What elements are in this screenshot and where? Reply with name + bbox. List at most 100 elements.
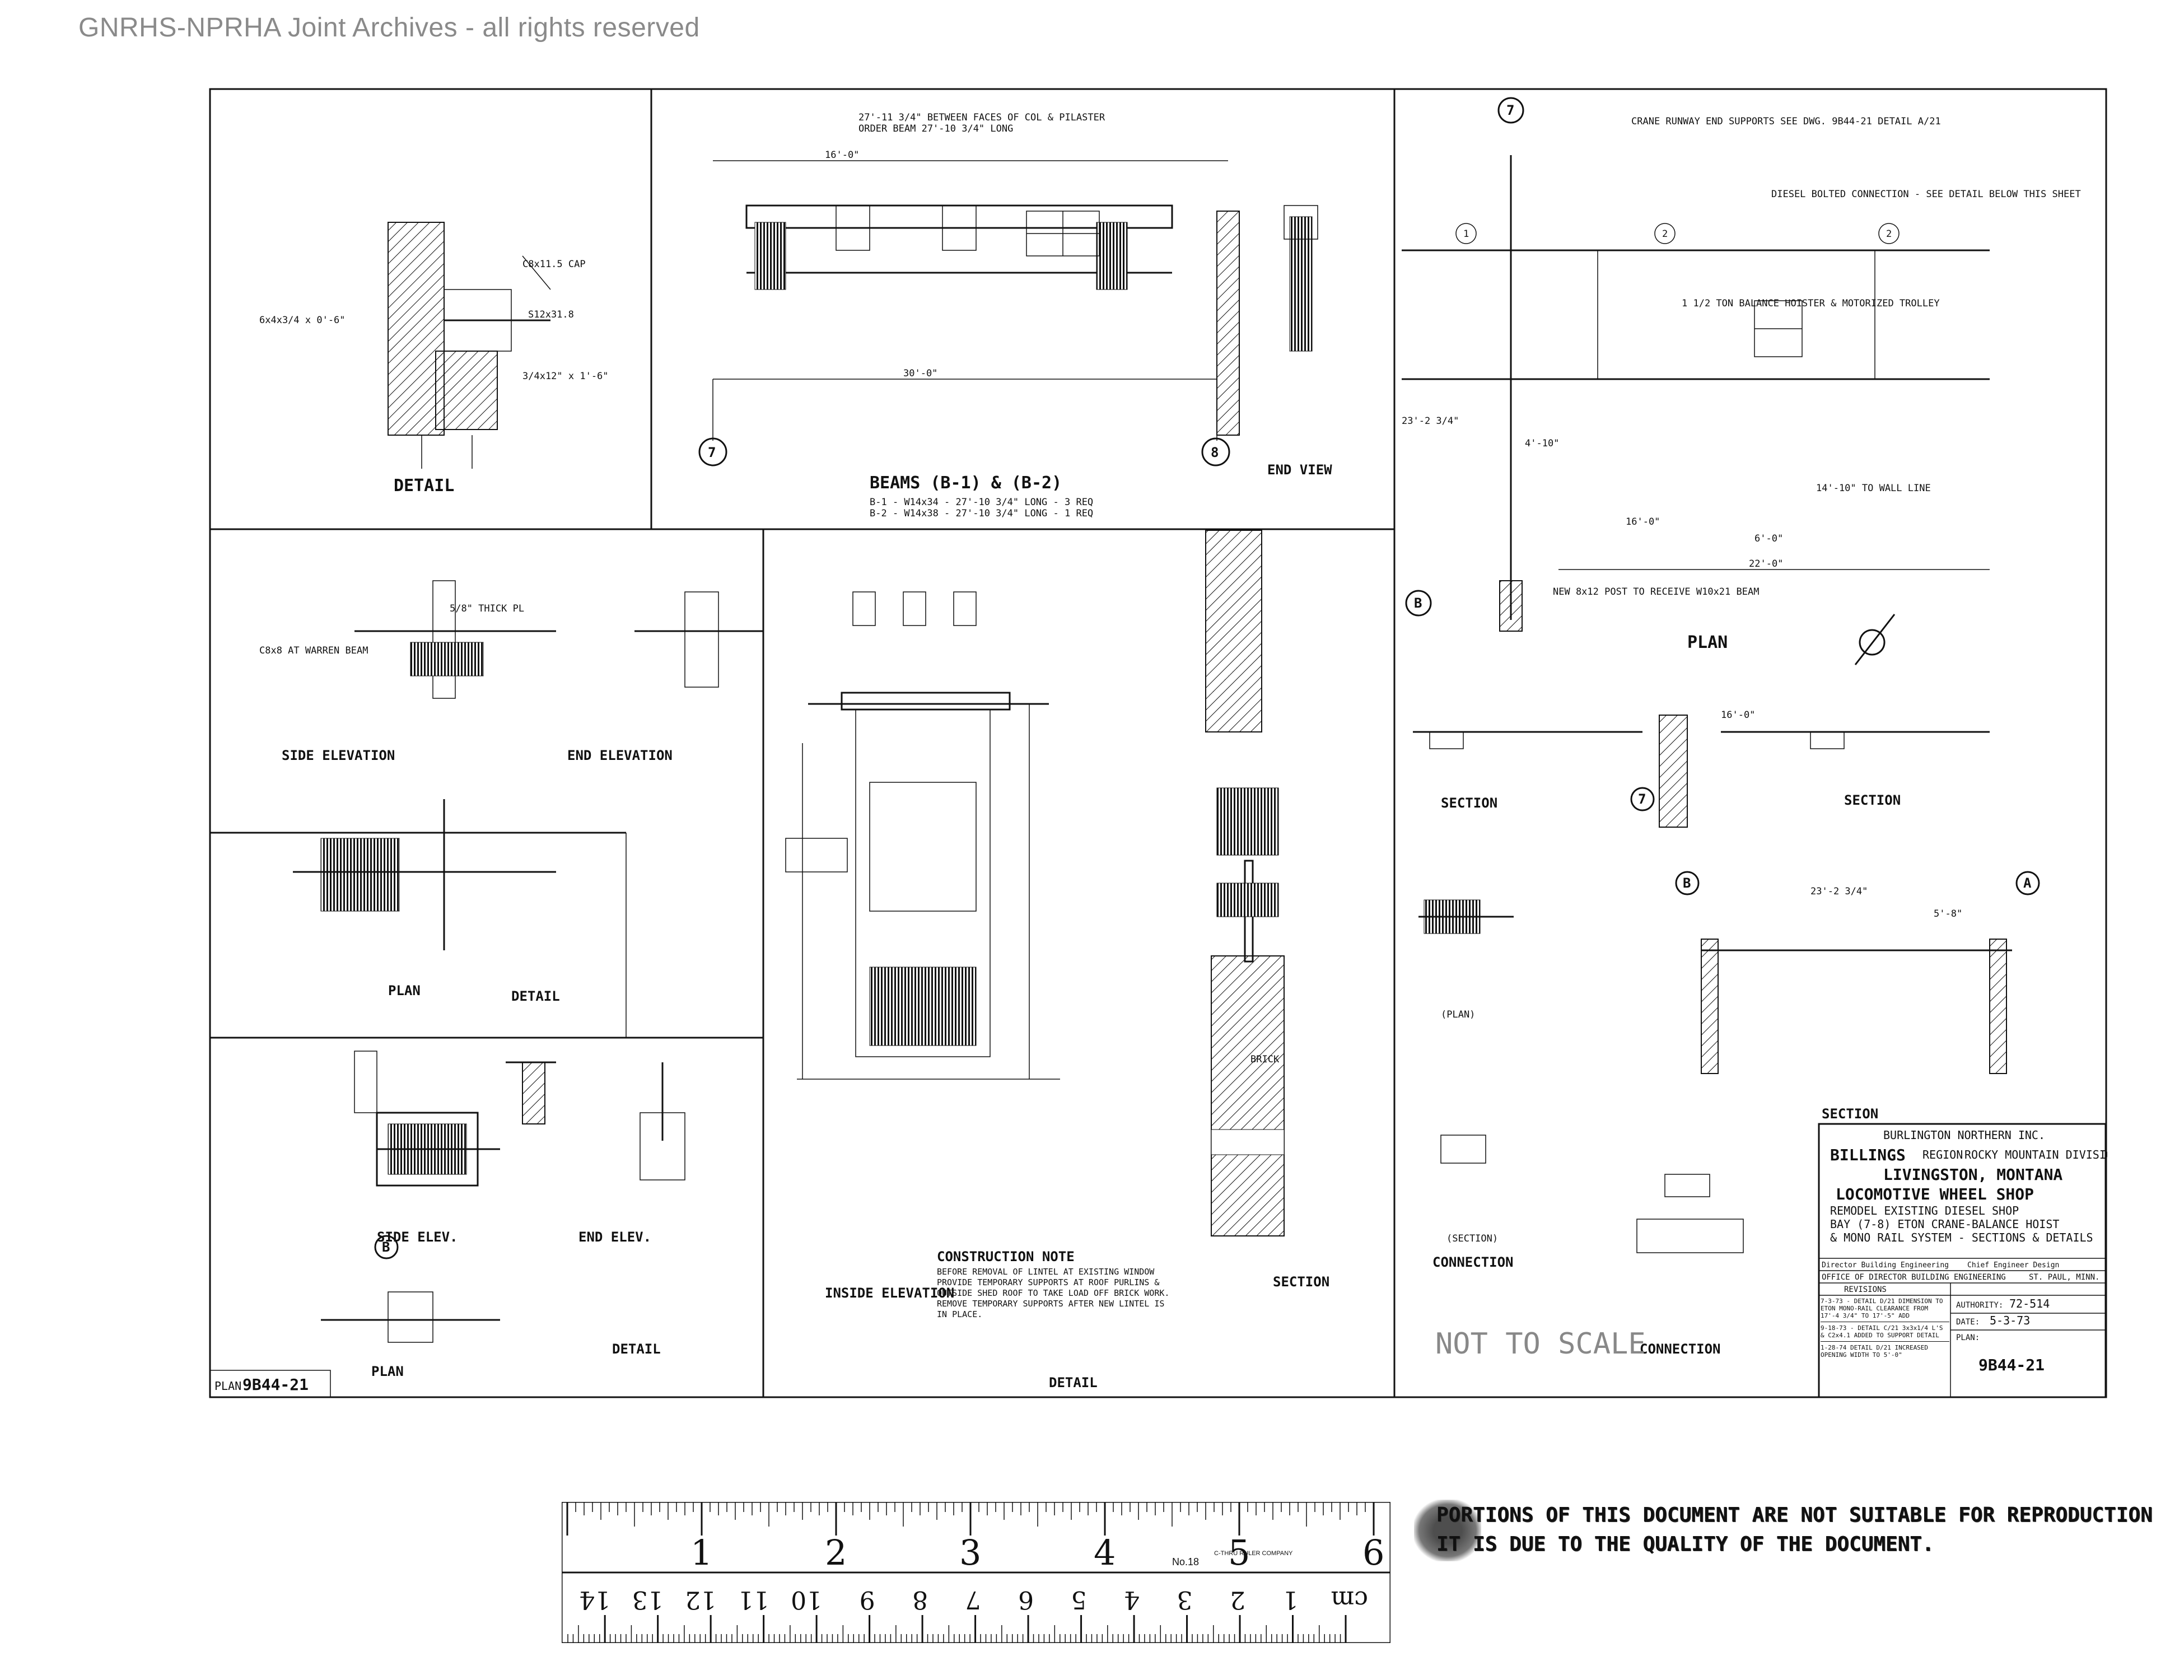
detail-a-view: S12x31.8 C8x11.5 CAP 6x4x3/4 x 0'-6" 3/4… <box>259 222 609 496</box>
inch-label: 3 <box>959 1532 981 1573</box>
inch-label: 5 <box>1228 1532 1250 1573</box>
inch-label: 2 <box>825 1532 847 1573</box>
region-name: BILLINGS <box>1830 1146 1906 1164</box>
svg-text:2: 2 <box>1662 228 1668 240</box>
end-elevation-title: END ELEVATION <box>567 748 673 763</box>
callout-hoist: 1 1/2 TON BALANCE HOISTER & MOTORIZED TR… <box>1682 298 1940 309</box>
callout-crane-runway: CRANE RUNWAY END SUPPORTS SEE DWG. 9B44-… <box>1631 116 1941 127</box>
cm-label: 1 <box>1283 1585 1299 1614</box>
svg-text:ST. PAUL, MINN.: ST. PAUL, MINN. <box>2029 1273 2099 1282</box>
section-1-title: SECTION <box>1273 1274 1329 1290</box>
brick-label: BRICK <box>1250 1054 1280 1065</box>
svg-text:B-1 - W14x34 - 27'-10 3/4" LON: B-1 - W14x34 - 27'-10 3/4" LONG - 3 REQ <box>870 497 1093 508</box>
inside-elevation: INSIDE ELEVATION CONSTRUCTION NOTE BEFOR… <box>785 530 1329 1390</box>
north-arrow-icon <box>1859 629 1886 656</box>
facility-name: LOCOMOTIVE WHEEL SHOP <box>1836 1185 2034 1203</box>
svg-text:B: B <box>382 1239 390 1255</box>
construction-note-text: BEFORE REMOVAL OF LINTEL AT EXISTING WIN… <box>937 1267 1170 1319</box>
cm-label: 11 <box>738 1585 769 1614</box>
authority-number: 72-514 <box>2009 1297 2050 1310</box>
cm-label: 2 <box>1230 1585 1245 1614</box>
svg-text:REGION: REGION <box>1922 1148 1963 1161</box>
inch-label: 6 <box>1362 1532 1384 1573</box>
cm-label: 12 <box>685 1585 716 1614</box>
end-view-title: END VIEW <box>1267 462 1332 478</box>
svg-text:B-2 - W14x38 - 27'-10 3/4" LON: B-2 - W14x38 - 27'-10 3/4" LONG - 1 REQ <box>870 508 1093 519</box>
dim-30: 30'-0" <box>903 368 937 379</box>
svg-text:7: 7 <box>1506 102 1514 118</box>
office-name: OFFICE OF DIRECTOR BUILDING ENGINEERING <box>1822 1273 2006 1282</box>
svg-text:DATE:: DATE: <box>1956 1318 1980 1327</box>
svg-text:2: 2 <box>1886 228 1892 240</box>
grid-bubble-8 <box>1201 437 1230 466</box>
cm-unit-label: cm <box>1331 1585 1368 1614</box>
construction-note-title: CONSTRUCTION NOTE <box>937 1249 1075 1264</box>
plan-main-title: PLAN <box>1687 633 1728 652</box>
cm-label: 4 <box>1124 1585 1140 1614</box>
engineering-drawing-sheet: S12x31.8 C8x11.5 CAP 6x4x3/4 x 0'-6" 3/4… <box>209 88 2107 1398</box>
inside-elevation-title: INSIDE ELEVATION <box>825 1285 954 1301</box>
archive-watermark: GNRHS-NPRHA Joint Archives - all rights … <box>78 13 700 43</box>
svg-text:16'-0": 16'-0" <box>1721 710 1755 721</box>
svg-text:23'-2 3/4": 23'-2 3/4" <box>1810 886 1868 897</box>
smudge-mark <box>1414 1500 1481 1561</box>
svg-text:7: 7 <box>1638 791 1646 807</box>
revision-3: 1-28-74 DETAIL D/21 INCREASED OPENING WI… <box>1821 1344 1929 1359</box>
cm-label: 9 <box>860 1585 875 1614</box>
plan-box-number: 9B44-21 <box>242 1375 309 1394</box>
sheet-border <box>209 88 2107 1398</box>
not-to-scale-stamp: NOT TO SCALE <box>1435 1327 1646 1361</box>
plan-box <box>209 1370 331 1398</box>
cm-label: 6 <box>1018 1585 1034 1614</box>
dim-order-beam: ORDER BEAM 27'-10 3/4" LONG <box>858 123 1013 134</box>
callout-diesel-bolted: DIESEL BOLTED CONNECTION - SEE DETAIL BE… <box>1771 189 2081 200</box>
svg-text:PLAN:: PLAN: <box>1956 1333 1980 1342</box>
section-e-title: SECTION <box>1441 795 1497 811</box>
svg-text:6x4x3/4 x 0'-6": 6x4x3/4 x 0'-6" <box>259 315 346 326</box>
title-block: BURLINGTON NORTHERN INC. BILLINGS REGION… <box>1818 1123 2107 1398</box>
beams-title: BEAMS (B-1) & (B-2) <box>870 473 1062 493</box>
grid-bubble-7 <box>698 437 727 466</box>
cm-label: 8 <box>912 1585 928 1614</box>
plan-number: 9B44-21 <box>1978 1356 2045 1374</box>
svg-text:3/4x12" x 1'-6": 3/4x12" x 1'-6" <box>522 371 609 382</box>
cm-label: 7 <box>965 1585 981 1614</box>
detail-a-title: DETAIL <box>394 476 454 496</box>
cm-label: 10 <box>791 1585 822 1614</box>
svg-text:C8x8 AT WARREN BEAM: C8x8 AT WARREN BEAM <box>259 645 368 656</box>
dim-16: 16'-0" <box>825 150 859 161</box>
svg-text:14'-10" TO WALL LINE: 14'-10" TO WALL LINE <box>1816 483 1931 494</box>
division-name: ROCKY MOUNTAIN DIVISION <box>1964 1148 2107 1161</box>
detail-c-view: SIDE ELEV. END ELEV. B PLAN DETAIL <box>321 1051 685 1379</box>
section-c-title: SECTION <box>1844 792 1901 808</box>
svg-text:PLAN: PLAN <box>214 1379 241 1393</box>
detail-c-title: DETAIL <box>612 1341 661 1357</box>
plan-c-title: PLAN <box>371 1364 404 1379</box>
sections-right: SECTION 16'-0" SECTION 7 B A 23'-2 3/4" … <box>1413 710 2040 1361</box>
plan-b-title: PLAN <box>388 983 421 998</box>
connection-2-title: CONNECTION <box>1640 1341 1721 1357</box>
svg-text:7: 7 <box>708 445 716 460</box>
svg-text:16'-0": 16'-0" <box>1626 516 1660 528</box>
callout-new-post: NEW 8x12 POST TO RECEIVE W10x21 BEAM <box>1553 586 1759 598</box>
side-end-elevations: C8x8 AT WARREN BEAM 5/8" THICK PL SIDE E… <box>259 580 763 1004</box>
svg-text:8: 8 <box>1211 445 1219 460</box>
plan-top-right: 7 B 1 2 2 CRANE RUNWAY END SUPPORTS SEE … <box>1402 97 2081 665</box>
cm-label: 3 <box>1177 1585 1193 1614</box>
svg-text:& MONO RAIL SYSTEM - SECTIONS: & MONO RAIL SYSTEM - SECTIONS & DETAILS <box>1830 1231 2093 1244</box>
svg-text:23'-2 3/4": 23'-2 3/4" <box>1402 416 1459 427</box>
svg-text:S12x31.8: S12x31.8 <box>528 309 574 320</box>
svg-text:A: A <box>2023 875 2032 891</box>
svg-text:Chief Engineer Design: Chief Engineer Design <box>1967 1261 2059 1270</box>
location-name: LIVINGSTON, MONTANA <box>1883 1165 2062 1184</box>
svg-text:AUTHORITY:: AUTHORITY: <box>1956 1301 2003 1310</box>
section-small-label: (SECTION) <box>1446 1233 1498 1244</box>
detail-d-title: DETAIL <box>1049 1375 1098 1390</box>
svg-text:5'-8": 5'-8" <box>1934 908 1962 920</box>
cm-label: 13 <box>632 1585 664 1614</box>
drawing-date: 5-3-73 <box>1990 1314 2030 1327</box>
svg-text:B: B <box>1414 595 1422 611</box>
company-name: BURLINGTON NORTHERN INC. <box>1883 1128 2045 1142</box>
